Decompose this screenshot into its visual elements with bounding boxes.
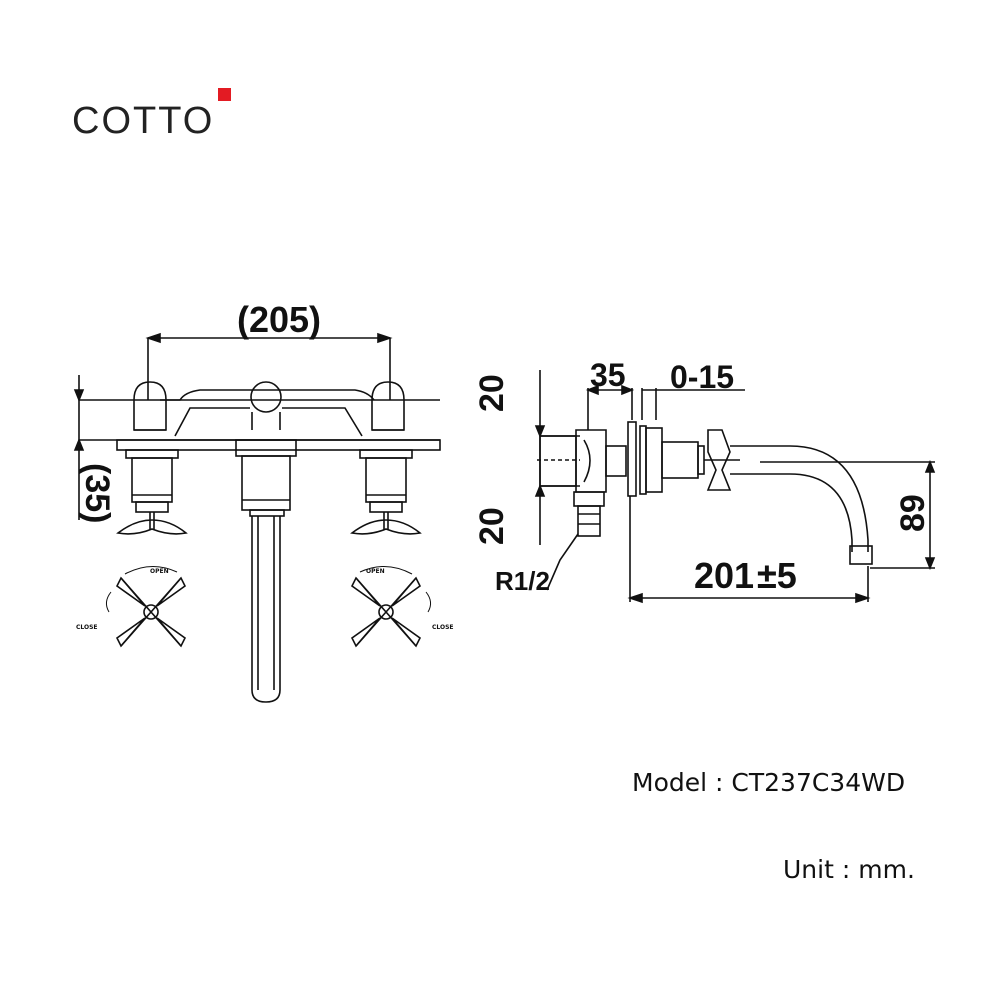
model-label: Model	[632, 768, 708, 797]
side-0-15-dimension: 0-15	[670, 359, 734, 395]
front-width-dimension: (205)	[237, 299, 321, 340]
logo-text: COTTO	[72, 100, 214, 142]
cotto-logo: COTTO	[72, 88, 231, 142]
unit-separator: :	[841, 855, 851, 884]
model-value: CT237C34WD	[731, 768, 906, 797]
side-top-20-dimension: 20	[473, 374, 511, 412]
right-open-label: OPEN	[366, 568, 385, 575]
left-open-label: OPEN	[150, 568, 169, 575]
logo-accent-square	[218, 88, 231, 101]
model-separator: :	[715, 768, 724, 797]
side-bottom-20-dimension: 20	[473, 507, 511, 545]
right-close-label: CLOSE	[432, 624, 454, 631]
side-tolerance: ±5	[757, 555, 797, 596]
left-close-label: CLOSE	[76, 624, 98, 631]
unit-caption: Unit : mm.	[783, 855, 915, 884]
unit-value: mm.	[858, 855, 915, 884]
side-201-dimension: 201	[694, 555, 754, 596]
side-view	[534, 370, 936, 604]
side-35-dimension: 35	[590, 357, 626, 393]
model-caption: Model : CT237C34WD	[632, 768, 905, 797]
thread-label: R1/2	[495, 566, 550, 596]
left-cross-handle	[105, 566, 187, 648]
unit-label: Unit	[783, 855, 834, 884]
front-view	[73, 332, 441, 703]
right-cross-handle	[350, 566, 432, 648]
front-height-dimension: (35)	[78, 463, 116, 523]
side-89-dimension: 89	[894, 494, 932, 532]
